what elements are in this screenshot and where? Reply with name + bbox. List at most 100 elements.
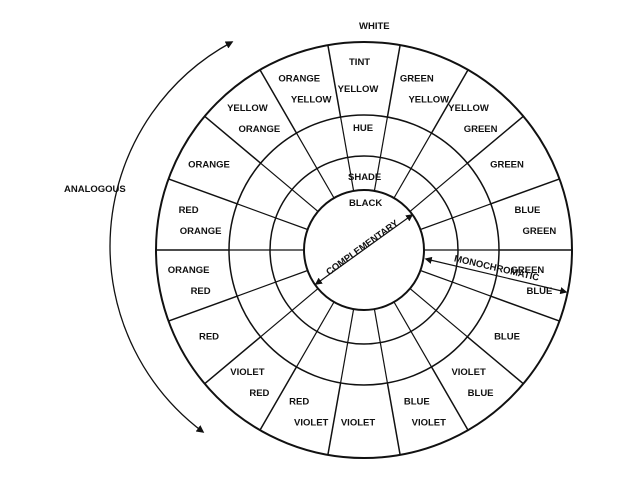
segment-label: VIOLET xyxy=(230,367,265,378)
inner-divider xyxy=(291,189,319,212)
inner-divider xyxy=(393,301,412,332)
segment-label-group: VIOLET RED xyxy=(230,367,269,399)
middle-divider xyxy=(340,342,349,384)
segment-label-group: BLUE GREEN xyxy=(514,205,556,237)
hue-label: HUE xyxy=(353,123,373,134)
segment-label: ORANGE xyxy=(278,73,320,84)
white-label: WHITE xyxy=(359,21,390,32)
analogous-label: ANALOGOUS xyxy=(64,184,126,195)
middle-divider xyxy=(379,116,388,158)
segment-label: ORANGE xyxy=(188,160,230,171)
outer-divider xyxy=(430,366,469,431)
segment-label-group: YELLOW GREEN xyxy=(448,103,497,135)
inner-divider xyxy=(393,168,412,199)
segment-label-group: RED ORANGE xyxy=(179,205,222,237)
segment-label: ORANGE xyxy=(168,265,210,276)
segment-label: RED xyxy=(179,205,199,216)
inner-divider xyxy=(316,301,335,332)
middle-divider xyxy=(260,309,293,338)
inner-divider xyxy=(373,308,381,343)
segment-label-group: ORANGE xyxy=(188,160,230,171)
inner-divider xyxy=(347,157,355,192)
segment-label: VIOLET xyxy=(412,418,447,429)
middle-divider xyxy=(410,132,433,169)
segment-label: RED xyxy=(191,286,211,297)
segment-label-group: VIOLET BLUE xyxy=(451,367,493,399)
segment-label: RED xyxy=(289,397,309,408)
middle-divider xyxy=(295,331,318,368)
shade-label: SHADE xyxy=(348,172,381,183)
middle-divider xyxy=(452,203,492,219)
segment-label-group: YELLOW ORANGE xyxy=(227,103,280,135)
segment-label: ORANGE xyxy=(180,226,222,237)
segment-label: VIOLET xyxy=(294,418,329,429)
segment-label: GREEN xyxy=(490,160,524,171)
complementary-arrow xyxy=(314,214,414,285)
middle-divider xyxy=(236,281,276,297)
middle-divider xyxy=(410,331,433,368)
outer-divider xyxy=(466,115,524,164)
segment-label: GREEN xyxy=(400,73,434,84)
outer-divider xyxy=(490,178,560,205)
inner-divider xyxy=(347,308,355,343)
inner-divider xyxy=(275,269,308,283)
tint-label: TINT xyxy=(349,57,370,68)
inner-divider xyxy=(316,168,335,199)
inner-divider xyxy=(409,288,437,311)
segment-label: VIOLET xyxy=(451,367,486,378)
outer-divider xyxy=(490,295,560,322)
inner-divider xyxy=(420,217,453,231)
segment-label: GREEN xyxy=(464,124,498,135)
outer-divider xyxy=(466,336,524,385)
middle-divider xyxy=(379,342,388,384)
segment-label: YELLOW xyxy=(338,84,379,95)
segment-label: YELLOW xyxy=(227,103,268,114)
segment-label: GREEN xyxy=(523,226,557,237)
inner-divider xyxy=(420,269,453,283)
monochromatic-arrow xyxy=(424,256,568,295)
middle-divider xyxy=(340,116,349,158)
outer-divider xyxy=(430,69,469,134)
middle-divider xyxy=(295,132,318,169)
segment-label: RED xyxy=(199,332,219,343)
inner-divider xyxy=(373,157,381,192)
segment-labels: YELLOWGREENYELLOWYELLOWGREENGREENBLUEGRE… xyxy=(168,73,557,428)
segment-label-group: GREEN xyxy=(490,160,524,171)
segment-label: VIOLET xyxy=(341,418,376,429)
outer-divider xyxy=(386,382,401,455)
outer-divider xyxy=(259,366,298,431)
inner-divider xyxy=(409,189,437,212)
segment-label-group: VIOLET xyxy=(341,418,376,429)
segment-label-group: BLUE xyxy=(494,332,520,343)
segment-label: BLUE xyxy=(404,397,430,408)
middle-divider xyxy=(236,203,276,219)
black-label: BLACK xyxy=(349,198,382,209)
segment-label: BLUE xyxy=(468,388,494,399)
middle-divider xyxy=(435,162,468,191)
outer-divider xyxy=(168,295,238,322)
segment-label-group: BLUE VIOLET xyxy=(404,397,446,429)
segment-label: RED xyxy=(249,388,269,399)
outer-divider xyxy=(168,178,238,205)
inner-divider xyxy=(275,217,308,231)
outer-divider xyxy=(327,45,342,118)
segment-label-group: YELLOW xyxy=(338,84,379,95)
segment-label: BLUE xyxy=(514,205,540,216)
middle-divider xyxy=(260,162,293,191)
segment-label-group: ORANGE YELLOW xyxy=(278,73,331,105)
segment-label-group: RED VIOLET xyxy=(289,397,328,429)
complementary-label: COMPLEMENTARY xyxy=(324,218,401,278)
inner-divider xyxy=(291,288,319,311)
segment-label-group: ORANGE RED xyxy=(168,265,211,297)
middle-divider xyxy=(435,309,468,338)
segment-label: ORANGE xyxy=(239,124,281,135)
segment-label: YELLOW xyxy=(291,94,332,105)
analogous-arrow xyxy=(109,41,234,433)
segment-label: BLUE xyxy=(494,332,520,343)
segment-label-group: RED xyxy=(199,332,219,343)
outer-divider xyxy=(327,382,342,455)
middle-divider xyxy=(452,281,492,297)
segment-label: YELLOW xyxy=(448,103,489,114)
